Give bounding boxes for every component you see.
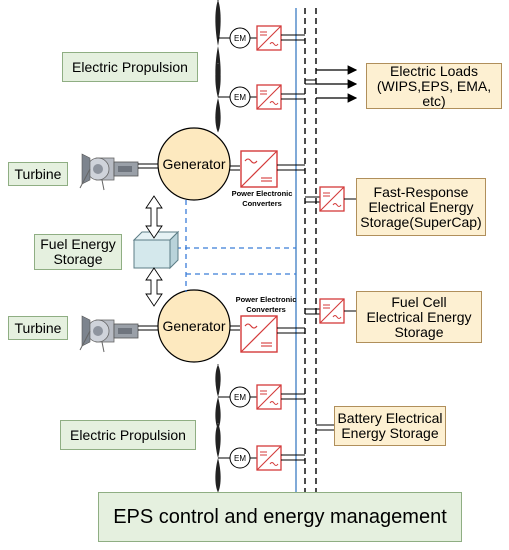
fast-response-label: Fast-Response <box>373 183 469 200</box>
converter-icon <box>256 25 282 51</box>
fast-response-label: Electrical Energy <box>368 198 474 215</box>
pec-label: Converters <box>242 199 282 208</box>
double-arrow-icon <box>145 195 163 239</box>
turbine-label: Turbine <box>14 165 62 182</box>
electric-propulsion-top-box: Electric Propulsion <box>62 52 198 82</box>
pec-label: Converters <box>246 305 286 314</box>
battery-storage-box: Battery Electrical Energy Storage <box>334 406 446 446</box>
double-arrow-icon <box>145 267 163 307</box>
electric-propulsion-label: Electric Propulsion <box>70 426 186 443</box>
fuel-cell-label: Fuel Cell <box>391 293 447 310</box>
fuel-storage-label: Storage <box>53 251 103 267</box>
converter-icon <box>240 150 278 188</box>
fuel-cell-label: Storage <box>394 323 444 340</box>
electric-propulsion-bottom-box: Electric Propulsion <box>60 420 196 450</box>
em-label: EM <box>234 34 246 43</box>
em-label: EM <box>234 454 246 463</box>
fuel-cell-label: Electrical Energy <box>366 308 472 325</box>
converter-icon <box>256 384 282 410</box>
converter-icon <box>319 186 345 212</box>
propeller-icon <box>214 63 222 133</box>
fuel-cell-storage-box: Fuel Cell Electrical Energy Storage <box>356 291 482 343</box>
fast-response-label: Storage(SuperCap) <box>360 213 482 230</box>
generator-label: Generator <box>162 156 225 172</box>
turbine-label: Turbine <box>14 319 62 336</box>
converter-icon <box>319 298 345 324</box>
generator-label: Generator <box>162 318 225 334</box>
converter-icon <box>256 84 282 110</box>
electric-loads-title: Electric Loads <box>390 62 478 79</box>
fuel-tank-icon <box>132 230 180 270</box>
turbine-bottom-box: Turbine <box>8 316 68 340</box>
fuel-energy-label: Fuel Energy <box>40 236 116 252</box>
eps-control-box: EPS control and energy management <box>98 492 462 542</box>
eps-control-label: EPS control and energy management <box>113 505 447 528</box>
electric-propulsion-label: Electric Propulsion <box>72 58 188 75</box>
pec-label: Power Electronic <box>232 189 293 198</box>
fuel-energy-storage-box: Fuel Energy Storage <box>34 234 122 270</box>
pec-label: Power Electronic <box>236 295 297 304</box>
em-label: EM <box>234 393 246 402</box>
converter-icon <box>256 445 282 471</box>
turbine-engine-icon <box>79 153 139 191</box>
electric-loads-box: Electric Loads (WIPS,EPS, EMA, etc) <box>366 63 502 109</box>
fast-response-storage-box: Fast-Response Electrical Energy Storage(… <box>356 178 486 236</box>
converter-icon <box>240 315 278 353</box>
battery-label: Battery Electrical <box>337 410 443 426</box>
electric-loads-subtitle: (WIPS,EPS, EMA, etc) <box>376 77 492 109</box>
turbine-top-box: Turbine <box>8 162 68 186</box>
turbine-engine-icon <box>79 315 139 353</box>
battery-label: Energy Storage <box>341 425 439 441</box>
em-label: EM <box>234 93 246 102</box>
